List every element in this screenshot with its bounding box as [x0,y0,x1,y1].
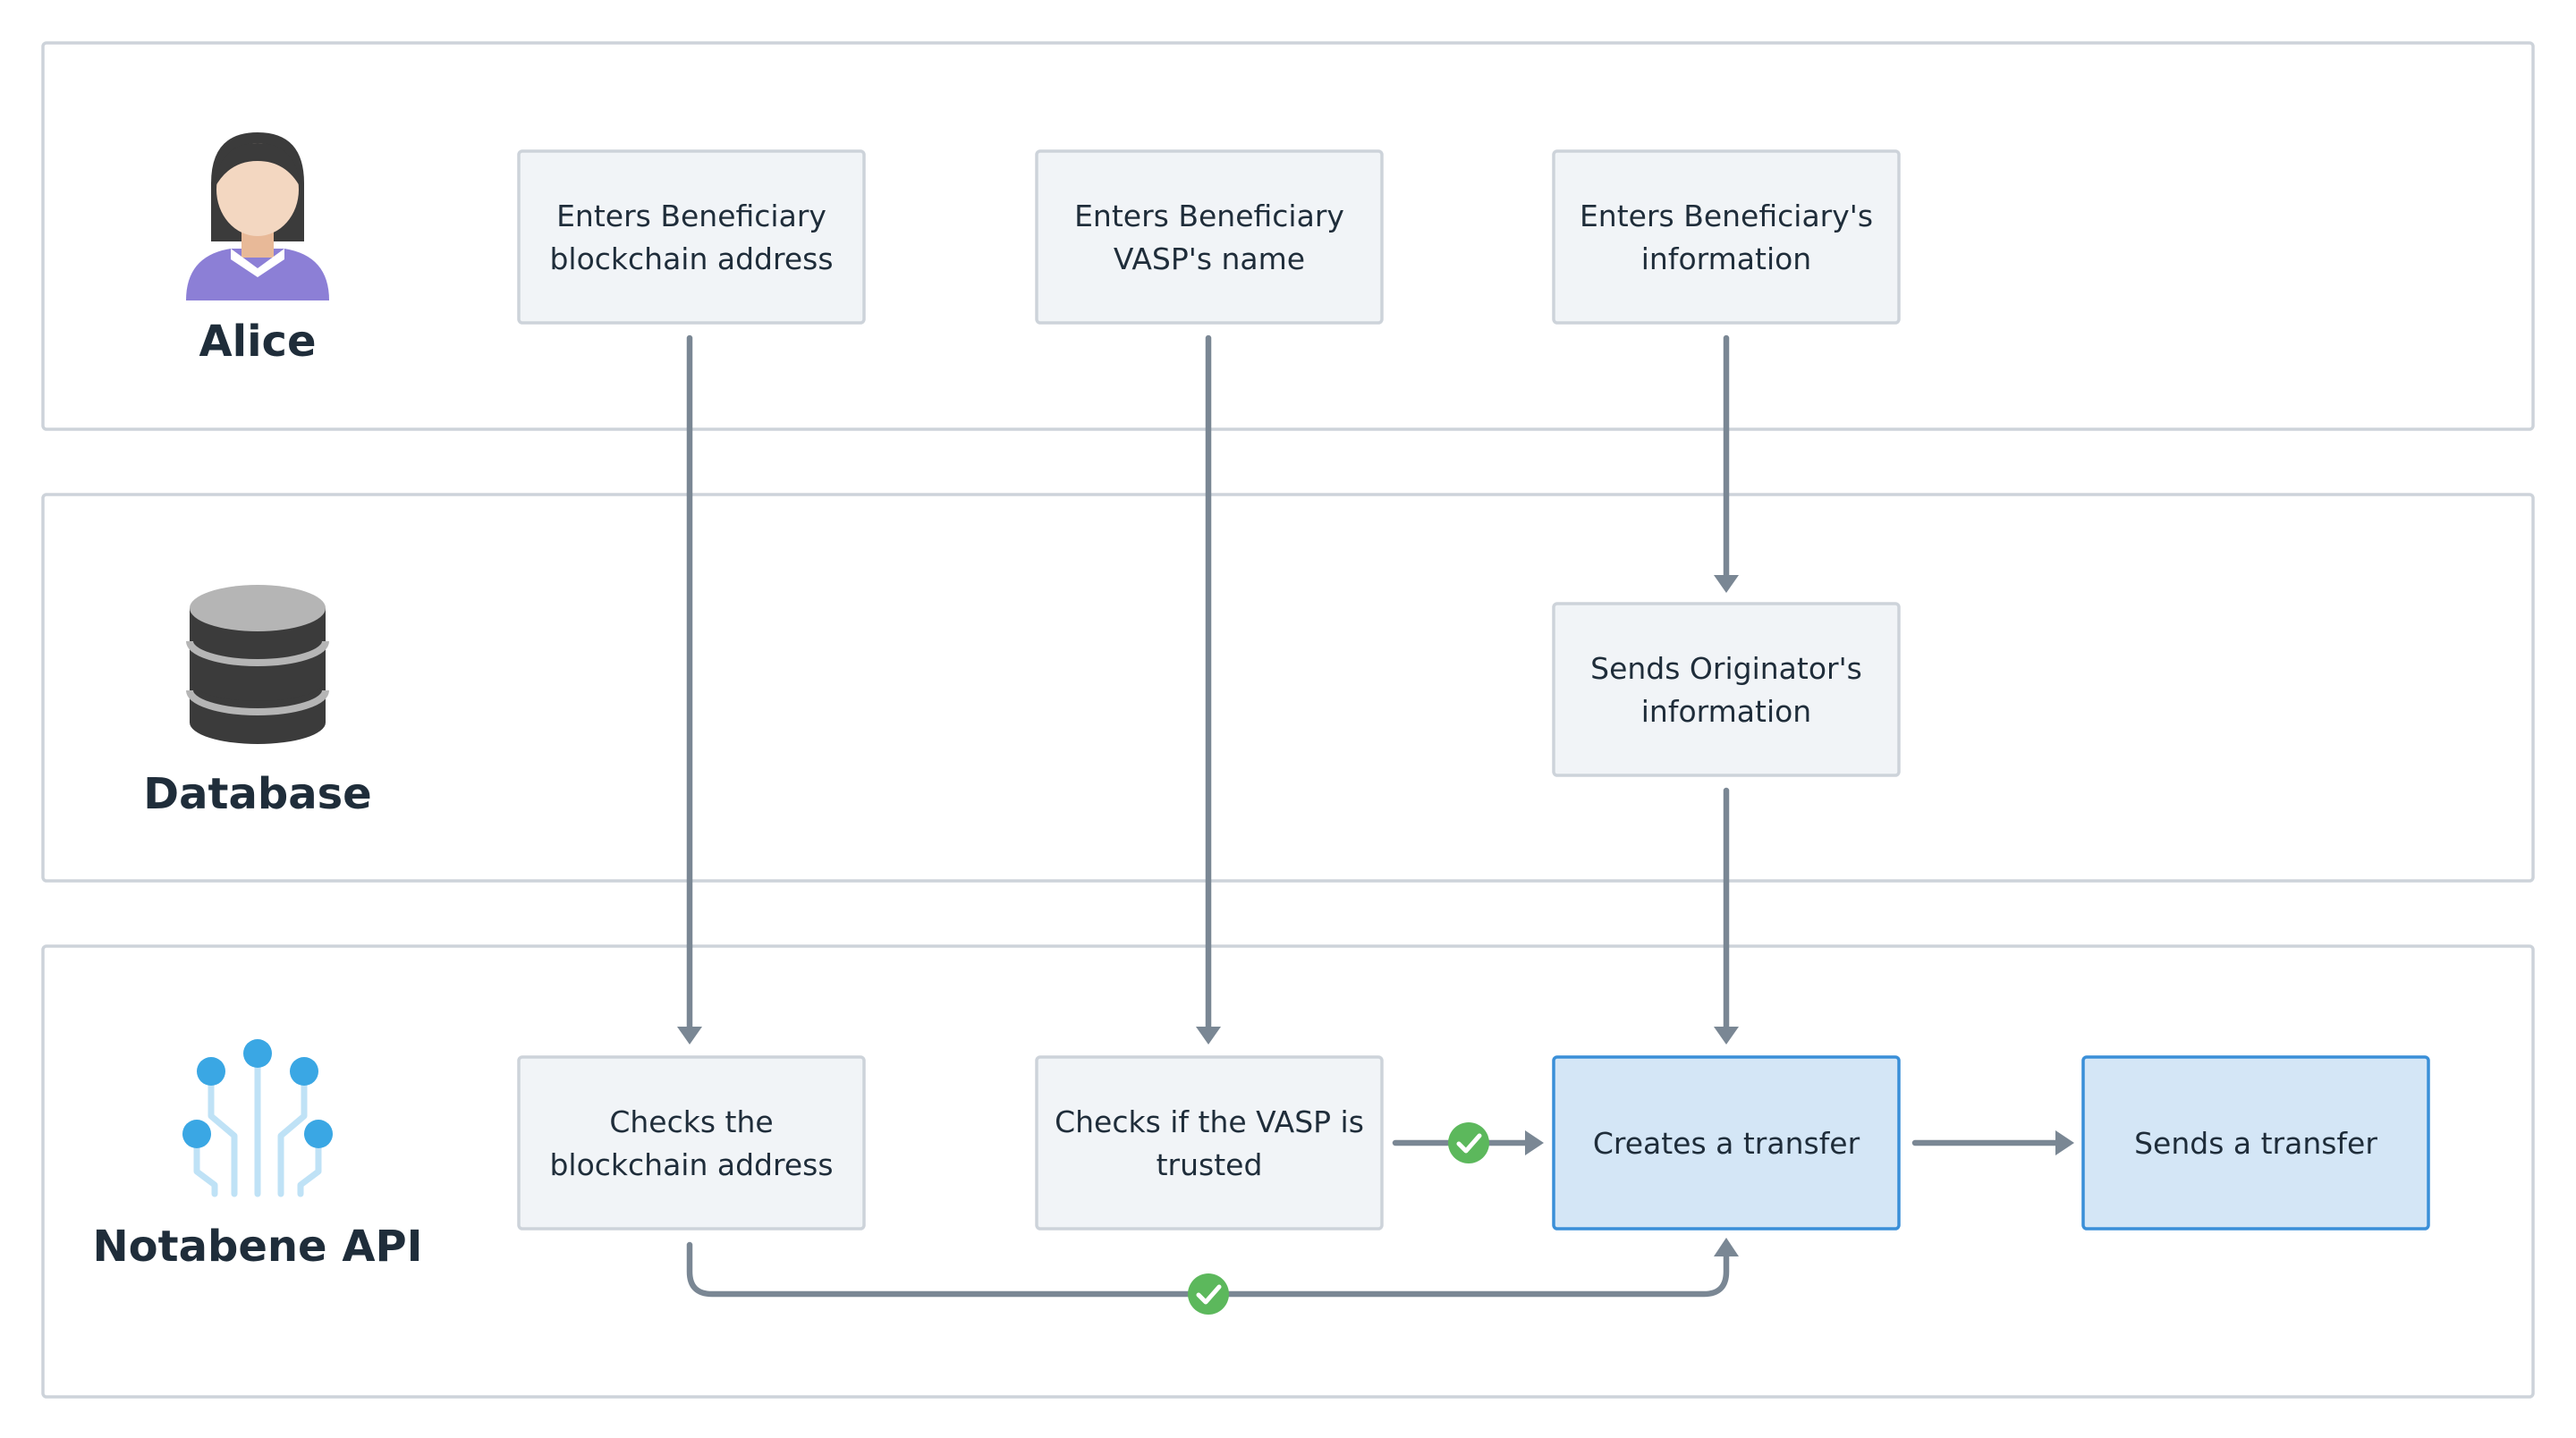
box-text-line: information [1641,694,1811,729]
arrowhead-up-create [1714,1238,1739,1256]
box-enter-vasp: Enters Beneficiary VASP's name [1035,149,1384,325]
box-check-vasp: Checks if the VASP is trusted [1035,1055,1384,1231]
box-text-line: Creates a transfer [1593,1126,1860,1161]
check-circle-icon [1448,1122,1489,1163]
arrowhead-right-send [2055,1130,2074,1155]
box-create-transfer: Creates a transfer [1552,1055,1901,1231]
actor-label-alice: Alice [199,317,316,367]
box-text-line: trusted [1157,1147,1263,1182]
box-text-line: Checks if the VASP is [1055,1104,1364,1139]
box-text-line: Checks the [609,1104,773,1139]
box-text-line: blockchain address [549,241,833,276]
woman-avatar-icon [186,132,329,300]
circuit-nodes [182,1039,333,1148]
box-text-line: VASP's name [1114,241,1305,276]
box-send-originator: Sends Originator's information [1552,602,1901,777]
check-circle-icon [1188,1273,1229,1315]
box-check-address: Checks the blockchain address [517,1055,866,1231]
arrowhead-down-check-vasp [1196,1027,1221,1045]
arrowhead-down-check-address [677,1027,702,1045]
box-text-line: blockchain address [549,1147,833,1182]
arrowhead-down-originator [1714,575,1739,593]
box-text-line: Enters Beneficiary [556,199,826,233]
actor-label-api: Notabene API [92,1222,422,1272]
box-text-line: Enters Beneficiary [1074,199,1344,233]
box-enter-address: Enters Beneficiary blockchain address [517,149,866,325]
circuit-network-icon [193,1050,322,1197]
box-enter-info: Enters Beneficiary's information [1552,149,1901,325]
box-text-line: Enters Beneficiary's [1580,199,1873,233]
lane-database [41,493,2535,883]
arrowhead-right-create [1525,1130,1544,1155]
box-text-line: information [1641,241,1811,276]
connectors [677,334,2074,1298]
box-send-transfer: Sends a transfer [2081,1055,2430,1231]
box-text-line: Sends Originator's [1590,651,1862,686]
box-text-line: Sends a transfer [2134,1126,2377,1161]
actor-label-database: Database [143,769,371,819]
database-icon [186,585,329,744]
arrowhead-down-create [1714,1027,1739,1045]
